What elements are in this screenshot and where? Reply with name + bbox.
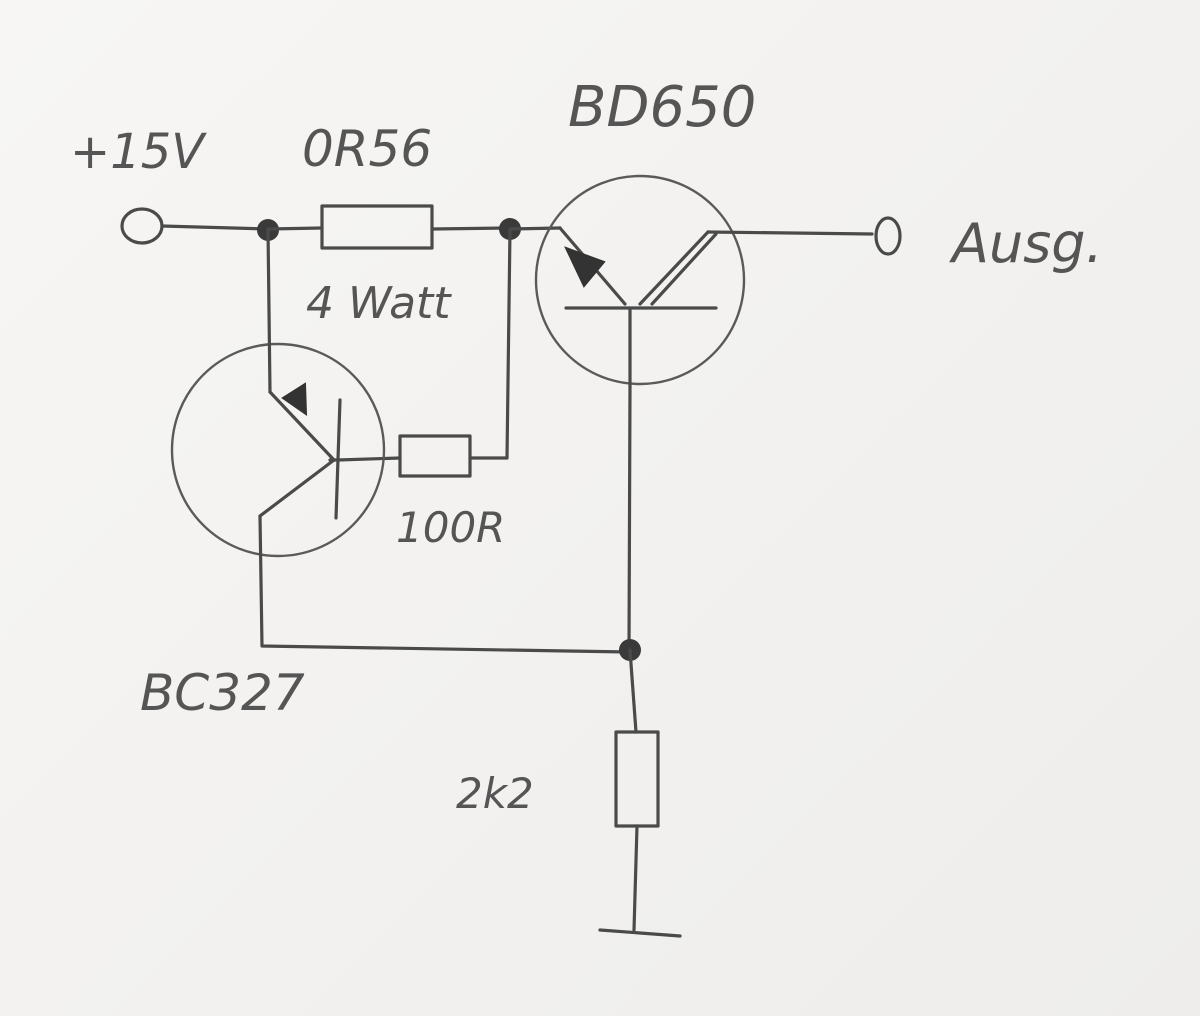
wire-100r-to-bc327-base	[336, 456, 402, 462]
base-resistor	[398, 434, 472, 478]
sense-wire-vertical	[505, 227, 512, 460]
top-wire-shunt-out	[430, 226, 510, 231]
supply-terminal	[120, 207, 164, 245]
label-load-resistor: 2k2	[456, 769, 534, 818]
bc327-emitter-arrow	[281, 382, 308, 416]
ground-symbol	[598, 928, 682, 938]
label-sense-transistor: BC327	[140, 664, 305, 722]
wire-to-bd650-emitter	[508, 226, 562, 231]
label-power-transistor: BD650	[568, 75, 756, 140]
top-wire-input	[160, 224, 270, 231]
bd650-body	[534, 174, 746, 386]
wire-to-2k2	[628, 648, 638, 734]
bc327-emitter-wire	[266, 227, 272, 394]
output-wire	[706, 230, 874, 236]
label-output: Ausg.	[949, 212, 1103, 275]
top-wire-to-shunt	[266, 226, 324, 231]
bd650-base-wire	[627, 384, 632, 652]
bc327-collector-lead	[258, 458, 336, 518]
bc327-collector-wire	[258, 514, 630, 654]
wire-to-ground	[632, 824, 639, 932]
output-terminal	[874, 216, 902, 256]
bd650-emitter-arrow	[564, 246, 606, 288]
bd650-collector-lead	[638, 230, 710, 306]
shunt-resistor	[320, 204, 434, 250]
load-resistor	[614, 730, 660, 828]
label-base-resistor: 100R	[396, 503, 505, 552]
bc327-emitter-lead	[268, 390, 336, 462]
label-shunt-value: 0R56	[302, 120, 432, 178]
label-supply: +15V	[70, 124, 207, 180]
bc327-body	[170, 342, 386, 558]
bd650-collector-lead-double	[650, 232, 718, 306]
label-shunt-power: 4 Watt	[306, 278, 452, 329]
